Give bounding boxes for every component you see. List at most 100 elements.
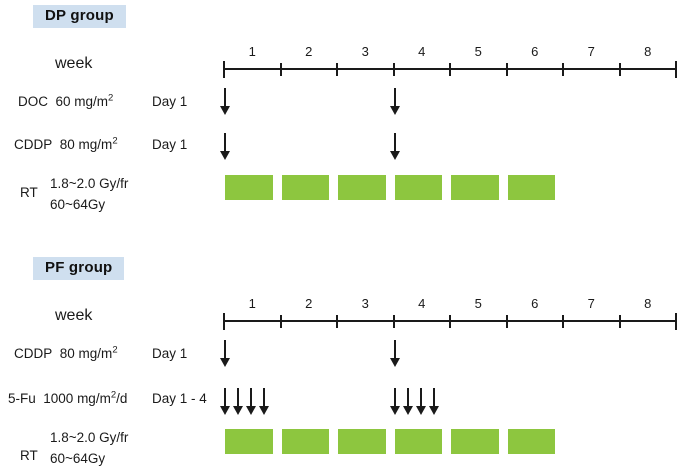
dp-rt-block-week-2 [281, 175, 329, 200]
pf-5fu-schedule: Day 1 - 4 [152, 391, 207, 406]
dp-cddp-arrow-2 [389, 133, 401, 160]
arrow-head [220, 151, 230, 160]
pf-tick-3 [392, 315, 395, 328]
pf-cddp-schedule: Day 1 [152, 346, 188, 361]
dp-week-number-5: 5 [474, 44, 482, 59]
dp-cddp-drug-name: CDDP [14, 137, 53, 152]
pf-rt-block-week-2 [281, 429, 329, 454]
pf-tick-0 [223, 313, 225, 330]
arrow-shaft [224, 340, 226, 360]
dp-week-number-7: 7 [587, 44, 595, 59]
pf-tick-6 [562, 315, 564, 328]
arrow-shaft [224, 88, 226, 108]
arrow-head [220, 358, 230, 367]
arrow-shaft [393, 388, 396, 408]
pf-cddp-arrow-1 [220, 340, 231, 367]
arrow-shaft [237, 388, 239, 408]
dp-rt-block-week-4 [394, 175, 442, 200]
dp-cddp-dose-exponent: 2 [112, 135, 118, 147]
arrow-shaft [224, 388, 226, 408]
dp-week-number-4: 4 [418, 44, 426, 59]
dp-doc-dose: 60 mg/m [55, 94, 109, 109]
dp-row-label-rt: RT [20, 185, 38, 200]
dp-tick-0 [223, 61, 225, 78]
pf-rt-dose-line2: 60~64Gy [50, 451, 106, 466]
dp-doc-arrow-1 [220, 88, 231, 115]
arrow-head [389, 406, 400, 415]
arrow-shaft [419, 388, 422, 408]
dp-tick-8 [675, 61, 677, 78]
pf-cddp-drug-name: CDDP [14, 346, 53, 361]
pf-5fu-drug-name: 5-Fu [8, 391, 36, 406]
pf-5fu-dose-suffix: /d [116, 391, 128, 406]
dp-cddp-dose: 80 mg/m [59, 137, 113, 152]
pf-week-number-8: 8 [644, 296, 652, 311]
arrow-head [246, 406, 256, 415]
pf-5fu-arrow-cluster-2-4 [428, 388, 440, 415]
arrow-head [389, 106, 400, 115]
arrow-head [402, 406, 413, 415]
dp-rt-dose-line1: 1.8~2.0 Gy/fr [50, 176, 129, 191]
arrow-shaft [393, 133, 396, 153]
arrow-shaft [393, 88, 396, 108]
arrow-head [389, 358, 400, 367]
dp-cddp-arrow-1 [220, 133, 231, 160]
dp-doc-dose-exponent: 2 [108, 92, 114, 104]
pf-tick-8 [675, 313, 677, 330]
arrow-shaft [263, 388, 265, 408]
pf-week-number-4: 4 [418, 296, 426, 311]
dp-week-number-1: 1 [248, 44, 256, 59]
pf-rt-block-week-4 [394, 429, 442, 454]
pf-5fu-dose-exponent: 2 [110, 389, 117, 401]
dp-week-number-6: 6 [531, 44, 539, 59]
arrow-head [428, 406, 439, 415]
dp-row-label-cddp: CDDP 80 mg/m2 [14, 136, 118, 153]
pf-5fu-arrow-cluster-1-1 [220, 388, 231, 415]
dp-rt-block-week-6 [507, 175, 555, 200]
pf-group-badge: PF group [33, 257, 125, 280]
dp-rt-block-week-1 [225, 175, 273, 200]
pf-5fu-arrow-cluster-1-2 [233, 388, 244, 415]
dp-tick-6 [562, 63, 564, 76]
arrow-head [220, 106, 230, 115]
dp-rt-dose-line2: 60~64Gy [50, 197, 106, 212]
dp-week-number-3: 3 [361, 44, 369, 59]
arrow-shaft [393, 340, 396, 360]
dp-tick-1 [279, 63, 282, 76]
dp-tick-4 [449, 63, 451, 76]
pf-week-number-1: 1 [248, 296, 256, 311]
dp-group-badge: DP group [33, 5, 126, 28]
pf-rt-block-week-6 [507, 429, 555, 454]
arrow-head [233, 406, 243, 415]
pf-5fu-arrow-cluster-2-3 [415, 388, 427, 415]
dp-tick-3 [392, 63, 395, 76]
dp-timeline-axis: 1 2 3 4 5 6 7 8 [223, 44, 677, 78]
dp-doc-schedule: Day 1 [152, 94, 188, 109]
pf-tick-7 [618, 315, 621, 328]
pf-rt-block-week-1 [225, 429, 273, 454]
pf-cddp-dose: 80 mg/m [59, 346, 113, 361]
pf-week-number-3: 3 [361, 296, 369, 311]
pf-row-label-rt: RT [20, 448, 38, 463]
dp-tick-5 [505, 63, 508, 76]
dp-week-number-8: 8 [644, 44, 652, 59]
arrow-shaft [224, 133, 226, 153]
pf-5fu-arrow-cluster-2-1 [389, 388, 401, 415]
pf-week-number-5: 5 [474, 296, 482, 311]
pf-week-number-2: 2 [305, 296, 313, 311]
dp-tick-7 [618, 63, 621, 76]
dp-week-number-2: 2 [305, 44, 313, 59]
pf-row-label-5fu: 5-Fu 1000 mg/m2/d [8, 390, 127, 407]
pf-week-axis-label: week [55, 307, 93, 324]
pf-row-label-cddp: CDDP 80 mg/m2 [14, 345, 118, 362]
pf-tick-5 [505, 315, 508, 328]
arrow-shaft [250, 388, 252, 408]
dp-row-label-doc: DOC 60 mg/m2 [18, 93, 113, 110]
pf-5fu-arrow-cluster-1-3 [246, 388, 257, 415]
pf-rt-dose-line1: 1.8~2.0 Gy/fr [50, 430, 129, 445]
pf-tick-1 [279, 315, 282, 328]
pf-cddp-arrow-2 [389, 340, 401, 367]
dp-doc-arrow-2 [389, 88, 401, 115]
